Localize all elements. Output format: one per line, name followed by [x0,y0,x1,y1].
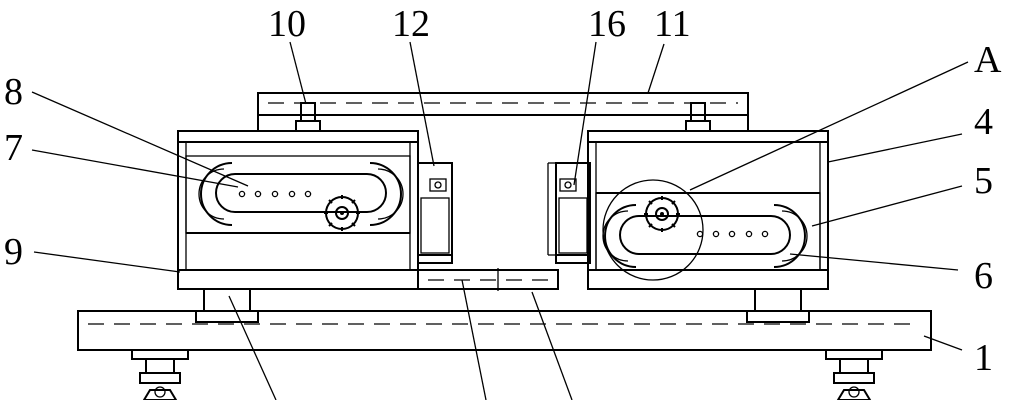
detail-circle-a [602,179,704,281]
right-support [746,288,810,323]
label-6: 6 [974,255,993,297]
right-clamp [547,162,591,264]
left-housing [177,130,419,290]
left-clamp [417,162,453,264]
left-support [195,288,259,323]
right-bolt [685,102,711,132]
label-12: 12 [392,3,430,45]
right-housing [587,130,829,290]
leader-lines [31,41,969,400]
slide-rail [417,268,559,291]
label-7: 7 [4,127,23,169]
right-track [602,204,808,268]
left-bolt [295,102,321,132]
label-16: 16 [588,3,626,45]
right-gear [644,196,680,232]
label-10: 10 [268,3,306,45]
label-a: A [974,39,1002,81]
label-8: 8 [4,71,23,113]
top-beam [257,92,749,130]
label-4: 4 [974,101,993,143]
base-plate [77,310,932,351]
left-gear [324,195,360,231]
label-9: 9 [4,231,23,273]
left-foot [131,349,189,400]
label-1: 1 [974,337,993,379]
label-5: 5 [974,160,993,202]
right-foot [825,349,883,400]
label-11: 11 [654,3,691,45]
left-track [198,162,404,226]
